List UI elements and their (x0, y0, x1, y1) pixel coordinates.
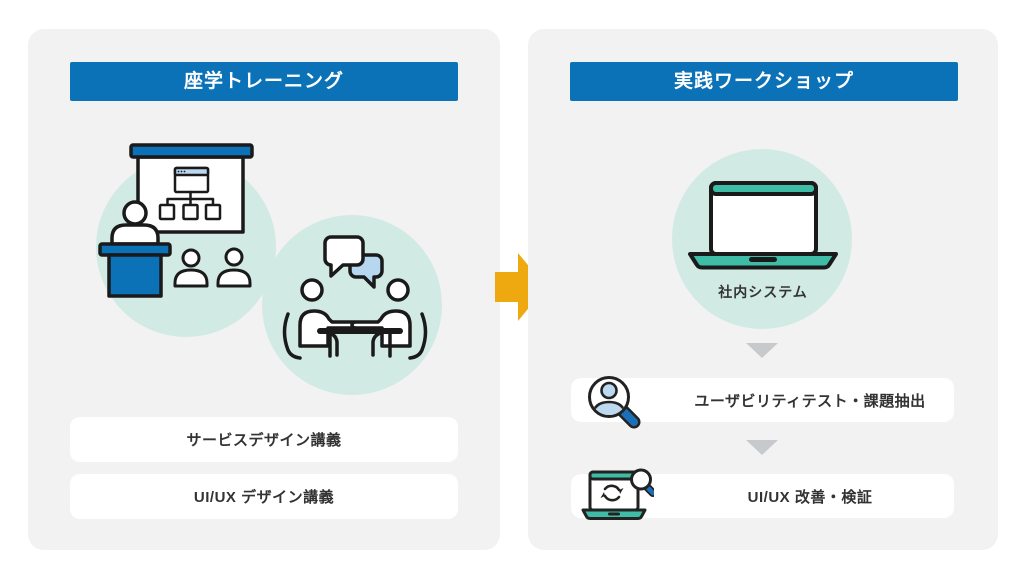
lecture-card-uiux-design: UI/UX デザイン講義 (70, 474, 458, 519)
lecture-card-label: UI/UX デザイン講義 (193, 489, 335, 506)
flow-arrow-down-icon (746, 440, 778, 455)
pair-discussion-icon (282, 235, 428, 360)
classroom-training-panel: 座学トレーニング (28, 29, 500, 550)
step-label: UI/UX 改善・検証 (747, 488, 873, 506)
laptop-sync-search-icon (581, 468, 654, 520)
flow-arrow-right-icon (495, 253, 546, 321)
presentation-lecture-icon (98, 143, 254, 298)
practice-workshop-title: 実践ワークショップ (570, 62, 958, 101)
lecture-card-service-design: サービスデザイン講義 (70, 417, 458, 462)
practice-workshop-panel: 実践ワークショップ 社内システム ユーザビリティテスト・課題抽出 (528, 29, 998, 550)
classroom-training-title: 座学トレーニング (70, 62, 458, 101)
laptop-icon (688, 181, 838, 270)
lecture-card-label: サービスデザイン講義 (186, 432, 342, 449)
step-label: ユーザビリティテスト・課題抽出 (694, 392, 926, 410)
user-search-icon (588, 376, 641, 429)
flow-arrow-down-icon (746, 343, 778, 358)
system-label: 社内システム (718, 284, 808, 300)
